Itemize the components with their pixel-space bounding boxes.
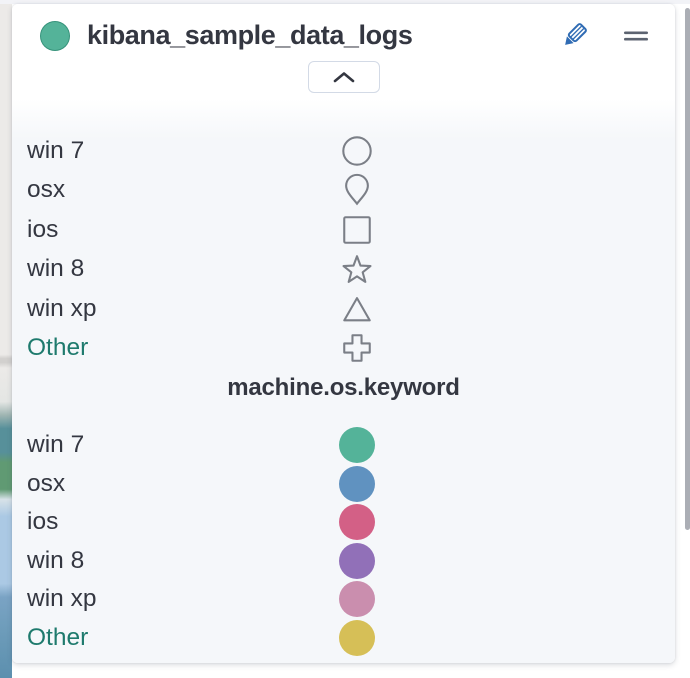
shape-legend-group: win 7 osx ios win 8 xyxy=(12,131,675,368)
legend-label: win xp xyxy=(27,294,97,322)
drag-handle-icon xyxy=(624,31,648,40)
top-edge-strip xyxy=(0,0,690,4)
plus-shape-icon xyxy=(343,334,371,363)
legend-row: win 7 xyxy=(12,131,675,171)
edit-layer-button[interactable] xyxy=(559,21,589,51)
color-dot-icon xyxy=(339,465,375,502)
legend-row: win xp xyxy=(12,289,675,329)
map-edge-background xyxy=(0,4,12,678)
legend-row: Other xyxy=(12,329,675,369)
symbol-cell xyxy=(337,465,377,502)
triangle-shape-icon xyxy=(343,296,371,322)
color-legend-group: win 7 osx ios win 8 win xp xyxy=(12,426,675,657)
legend-row: win 8 xyxy=(12,542,675,581)
symbol-cell xyxy=(337,134,377,168)
pencil-icon xyxy=(565,22,587,45)
legend-label: Other xyxy=(27,334,89,362)
legend-label: win 8 xyxy=(27,255,85,283)
legend-label: win 7 xyxy=(27,431,85,459)
color-dot-icon xyxy=(339,619,375,656)
layer-title: kibana_sample_data_logs xyxy=(87,20,413,50)
symbol-cell xyxy=(337,542,377,579)
symbol-cell xyxy=(337,427,377,464)
legend-row: win 8 xyxy=(12,250,675,290)
color-dot-icon xyxy=(339,427,375,464)
legend-label: win 7 xyxy=(27,136,85,164)
legend-row: osx xyxy=(12,465,675,504)
symbol-cell xyxy=(337,619,377,656)
collapse-legend-button[interactable] xyxy=(307,61,380,93)
collapse-row xyxy=(12,61,675,93)
color-dot-icon xyxy=(339,504,375,541)
legend-label: osx xyxy=(27,469,66,497)
symbol-cell xyxy=(337,581,377,618)
star-shape-icon xyxy=(342,255,372,284)
drag-layer-handle[interactable] xyxy=(623,29,649,43)
legend-label: win xp xyxy=(27,585,97,613)
legend-row: osx xyxy=(12,171,675,211)
legend-label: win 8 xyxy=(27,546,85,574)
scrollbar-thumb[interactable] xyxy=(685,8,690,530)
symbol-cell xyxy=(337,331,377,365)
legend-label: osx xyxy=(27,176,66,204)
square-shape-icon xyxy=(343,215,371,244)
legend-label: ios xyxy=(27,215,59,243)
legend-row: ios xyxy=(12,503,675,542)
symbol-cell xyxy=(337,504,377,541)
symbol-cell xyxy=(337,213,377,247)
circle-shape-icon xyxy=(342,136,372,166)
layer-panel-header: kibana_sample_data_logs xyxy=(12,4,675,51)
color-dot-icon xyxy=(339,542,375,579)
pin-shape-icon xyxy=(345,174,369,206)
legend-row: ios xyxy=(12,210,675,250)
legend-label: ios xyxy=(27,508,59,536)
layer-color-swatch xyxy=(40,20,70,51)
legend-row: Other xyxy=(12,619,675,658)
symbol-cell xyxy=(337,173,377,207)
legend-row: win 7 xyxy=(12,426,675,465)
color-dot-icon xyxy=(339,581,375,618)
legend-label: Other xyxy=(27,623,89,651)
symbol-cell xyxy=(337,292,377,326)
chevron-up-icon xyxy=(333,72,354,83)
legend-row: win xp xyxy=(12,580,675,619)
symbol-cell xyxy=(337,252,377,286)
layer-legend-panel: kibana_sample_data_logs xyxy=(12,4,675,663)
field-label: machine.os.keyword xyxy=(227,374,460,401)
